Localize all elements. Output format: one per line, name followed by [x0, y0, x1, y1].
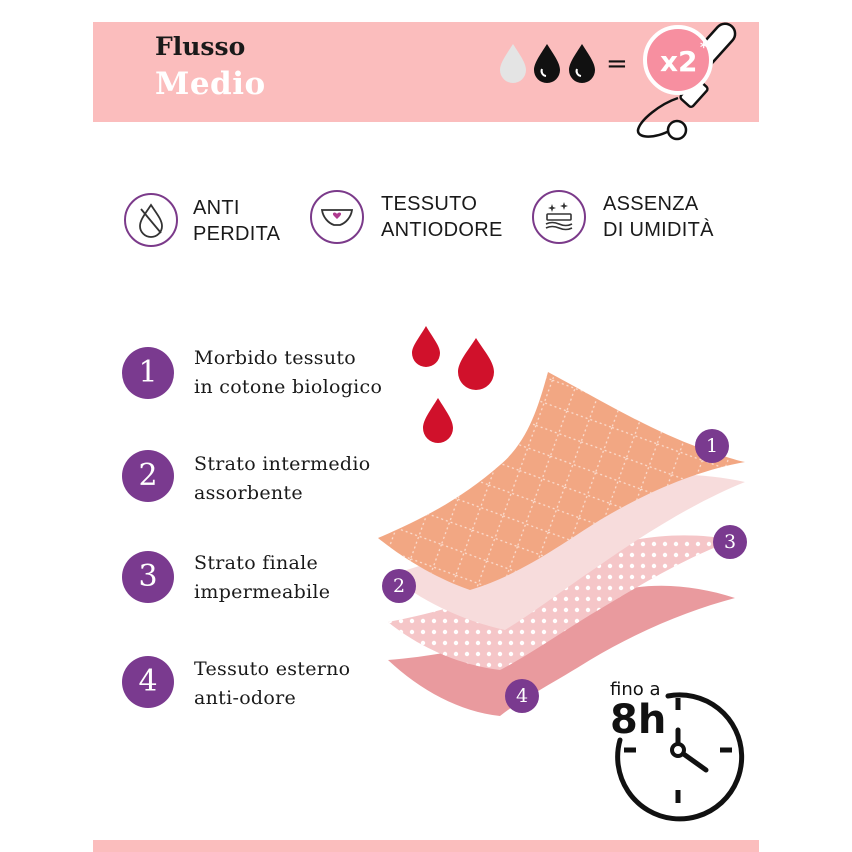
layer-number-2: 2 — [122, 450, 174, 502]
layer-number-4: 4 — [122, 656, 174, 708]
blood-drop-icon — [423, 398, 453, 443]
layer-badge-4: 4 — [505, 679, 539, 713]
drop-slash-icon — [124, 193, 178, 247]
underwear-heart-icon — [310, 190, 364, 244]
flow-title: Flusso — [155, 32, 246, 61]
flow-level: Medio — [155, 66, 266, 102]
absorbency-legend: = x2 * — [500, 22, 737, 141]
layer-badge-3: 3 — [713, 525, 747, 559]
tampon-string — [636, 96, 679, 138]
duration-value: 8h — [610, 697, 667, 743]
dark-drop-icon — [534, 44, 560, 83]
dark-drop-icon — [569, 44, 595, 83]
layer-number-1: 1 — [122, 347, 174, 399]
x2-label: x2 — [660, 45, 698, 78]
layer-2-fabric — [390, 474, 745, 630]
duration-prefix: fino a — [610, 679, 661, 700]
dry-layers-sparkle-icon — [532, 190, 586, 244]
blood-drop-icon — [458, 338, 494, 390]
equals-sign: = — [606, 49, 628, 79]
layer-number-3: 3 — [122, 551, 174, 603]
x2-badge — [643, 25, 713, 95]
bottom-bar — [93, 840, 759, 852]
layer-badge-2: 2 — [382, 569, 416, 603]
layer-badge-1: 1 — [695, 429, 729, 463]
layer-4-fabric — [388, 585, 735, 716]
clock-icon — [615, 692, 745, 822]
light-drop-icon — [500, 44, 526, 83]
svg-text:*: * — [700, 40, 708, 56]
blood-drop-icon — [412, 326, 440, 367]
